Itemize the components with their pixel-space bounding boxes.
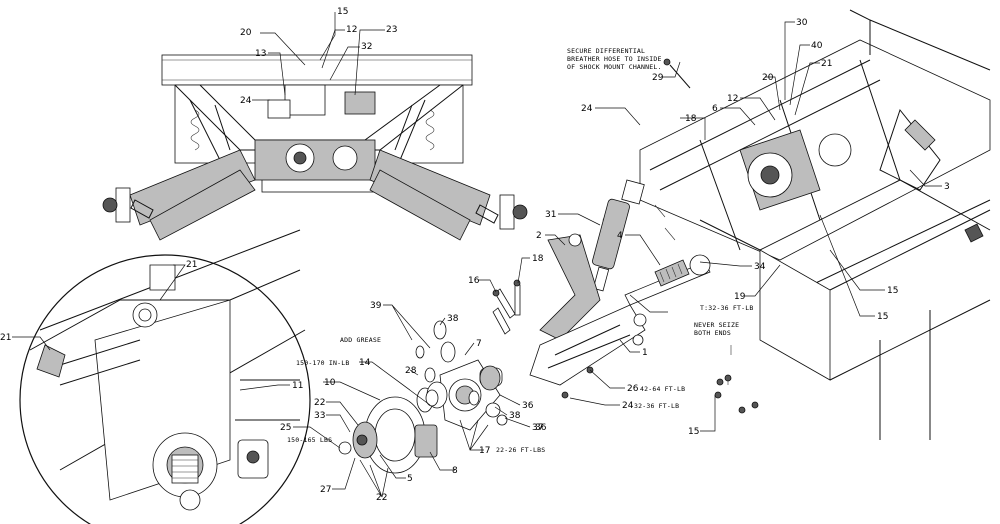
callout-numbers: 15 20 12 32 23 13 24 21 11 21 30 40 20 2… [0,7,950,503]
callout: 18 [532,254,544,264]
rear-suspension-front-view [102,54,528,241]
callout: 21 [186,260,197,270]
never-seize-note-line-2: BOTH ENDS [694,329,731,337]
callout: 37 [532,423,543,433]
callout: 22 [376,493,387,503]
seals-bearings [415,320,501,407]
callout: 27 [320,485,331,495]
torque-note: 32-36 FT-LB [634,402,679,410]
callout: 20 [240,28,252,38]
callout: 38 [509,411,521,421]
callout: 14 [359,358,371,368]
callout: 24 [240,96,252,106]
callout: 31 [545,210,556,220]
hub-rotor [338,381,448,474]
breather-note-line-2: BREATHER HOSE TO INSIDE [567,55,662,63]
callout: 15 [887,286,898,296]
callout: 12 [346,25,357,35]
shock-absorber [592,179,645,292]
callout: 32 [361,42,372,52]
callout: 34 [754,262,766,272]
callout: 11 [292,381,303,391]
callout: 38 [447,314,459,324]
callout: 21 [821,59,832,69]
callout: 26 [627,384,639,394]
add-grease-note: ADD GREASE [340,336,381,344]
callout: 28 [405,366,417,376]
torque-notes: SECURE DIFFERENTIAL BREATHER HOSE TO INS… [287,47,753,454]
callout: 19 [734,292,746,302]
breather-note-line-3: OF SHOCK MOUNT CHANNEL. [567,63,662,71]
callout: 40 [811,41,823,51]
callout: 17 [479,446,490,456]
a-arms [529,233,647,386]
callout: 4 [617,231,623,241]
callout: 22 [314,398,325,408]
axle-shaft [624,254,711,306]
callout: 24 [581,104,593,114]
callout: 2 [536,231,542,241]
torque-note: 150-170 IN-LB [296,359,349,367]
callout: 16 [468,276,480,286]
torque-note: T:32-36 FT-LB [700,304,753,312]
callout: 10 [324,378,336,388]
torque-note: 150-165 LBS [287,436,332,444]
callout: 13 [255,49,266,59]
callout: 33 [314,411,325,421]
callout: 12 [727,94,738,104]
callout: 1 [642,348,648,358]
callout: 18 [685,114,697,124]
callout: 25 [280,423,291,433]
leader-lines [12,12,942,498]
callout: 20 [762,73,774,83]
callout: 6 [712,104,718,114]
breather-note-line-1: SECURE DIFFERENTIAL [567,47,645,55]
torque-note: 22-26 FT-LBS [496,446,545,454]
loose-fasteners [492,58,759,414]
callout: 29 [652,73,664,83]
detail-circle [19,229,311,524]
callout: 24 [622,401,634,411]
callout: 36 [522,401,534,411]
callout: 8 [452,466,458,476]
callout: 30 [796,18,808,28]
torque-note: 42-64 FT-LB [640,385,685,393]
callout: 7 [476,339,482,349]
callout: 15 [688,427,699,437]
callout: 3 [944,182,950,192]
chassis-iso-view [639,9,991,440]
callout: 21 [0,333,11,343]
callout: 15 [877,312,888,322]
callout: 36 [535,423,547,433]
callout: 15 [337,7,348,17]
callout: 39 [370,301,382,311]
never-seize-note-line-1: NEVER SEIZE [694,321,739,329]
callout: 5 [407,474,413,484]
callout: 23 [386,25,397,35]
